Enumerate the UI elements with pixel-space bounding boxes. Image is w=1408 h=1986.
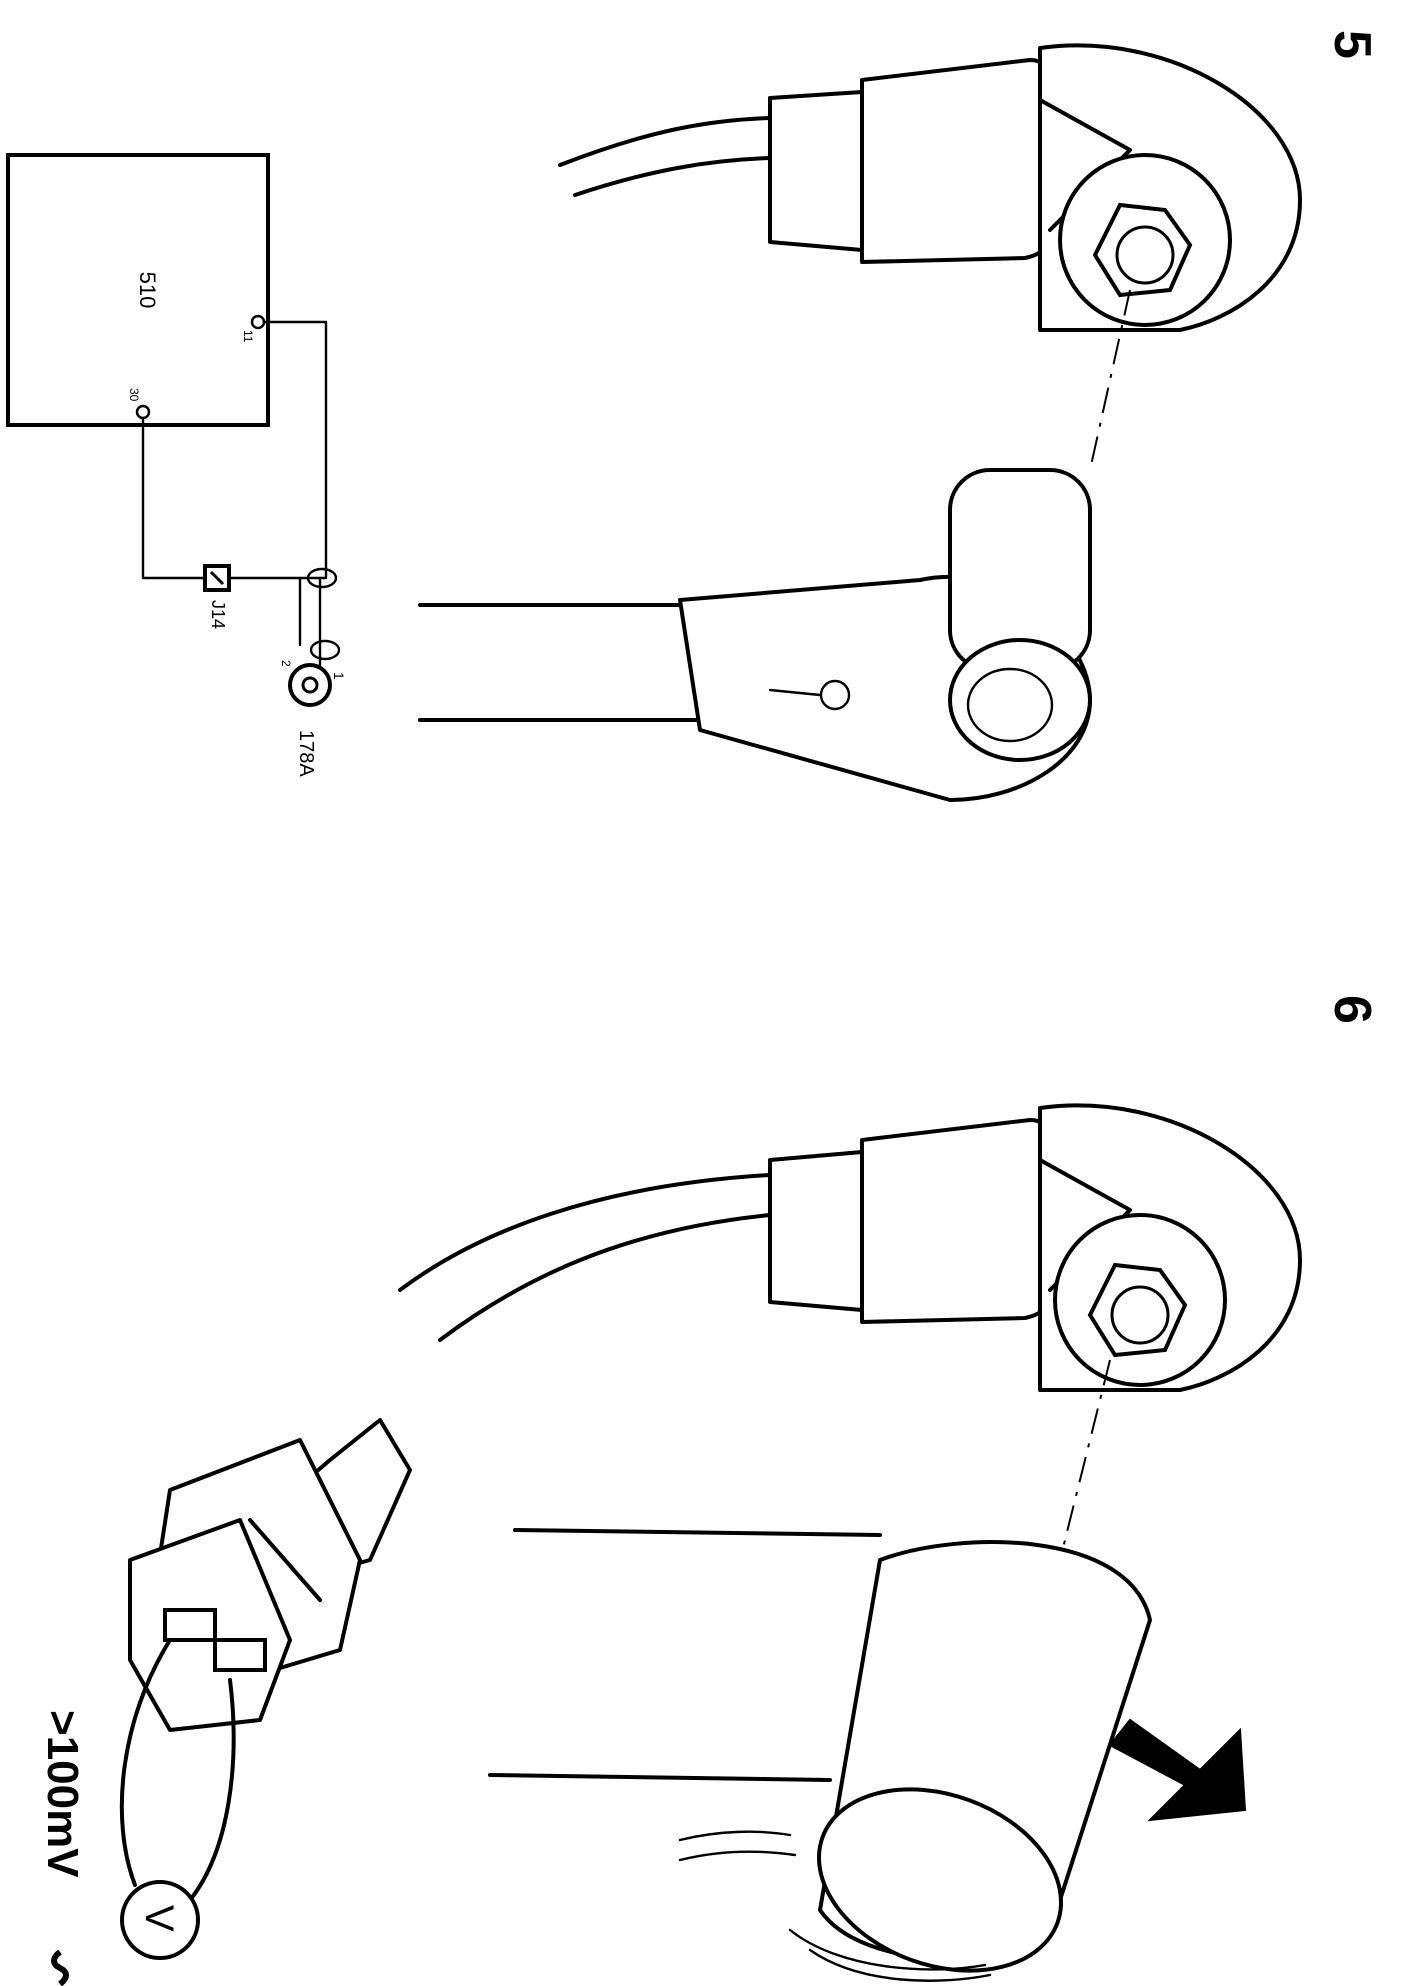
motion-line-2 (788, 1928, 987, 1971)
hammer-handle-edge-b (488, 1773, 832, 1782)
pin-11-label: 11 (241, 330, 255, 343)
voltmeter: V >100mV (38, 1710, 200, 1986)
wiring-schematic: 510 11 30 J14 1 2 178A (6, 153, 347, 777)
motion-line-3 (678, 1830, 792, 1842)
motion-line-1 (808, 1948, 992, 1982)
shield-ring-top (306, 567, 338, 589)
mounting-bolt-recess (1115, 225, 1175, 285)
connector-j14-label: J14 (208, 600, 228, 629)
sensor-cable-outer (398, 1173, 772, 1292)
sensor-cable-outer (558, 116, 772, 167)
centre-line-lower (1059, 1359, 1111, 1561)
control-unit-box (6, 153, 270, 427)
voltmeter-letter: V (137, 1905, 181, 1932)
shield-ring-bottom (309, 639, 341, 661)
connector-j14-symbol (203, 564, 231, 592)
torque-wrench (418, 468, 1092, 802)
wire-shield (227, 576, 302, 647)
voltage-reading-label: >100mV (38, 1710, 87, 1878)
pin-30-terminal (135, 404, 151, 420)
sensor-178a-label: 178A (295, 730, 317, 777)
wrench-scale-needle (768, 688, 822, 697)
sensor-housing (860, 58, 1052, 264)
figure-5: 5 510 11 30 J14 1 2 178A (6, 30, 1381, 802)
hammer-handle-edge-a (513, 1528, 882, 1537)
centre-line-upper (1089, 289, 1131, 471)
tapping-hammer (488, 1528, 1247, 1982)
sensor-pin-2-label: 2 (279, 660, 293, 667)
test-lead-a (119, 1638, 172, 1887)
pin-11-terminal (250, 314, 266, 330)
pin-30-label: 30 (127, 388, 141, 402)
test-lead-b (188, 1678, 236, 1902)
wire-pin-30 (141, 416, 207, 580)
plug-pin-2 (213, 1638, 267, 1672)
sensor-connector-plug (128, 1418, 412, 1732)
figure-6-number: 6 (1323, 995, 1381, 1024)
voltmeter-symbol (120, 1880, 200, 1960)
sensor-178a-symbol (288, 663, 332, 707)
plug-ridge (248, 1518, 322, 1602)
knock-sensor-under-test (398, 1103, 1302, 1561)
direction-arrow-icon (1108, 1718, 1247, 1822)
motion-line-4 (678, 1850, 797, 1862)
mounting-bolt-recess (1110, 1285, 1170, 1345)
sensor-178a-core (301, 676, 319, 694)
knock-sensor-mounted (558, 43, 1302, 471)
plug-pin-1 (163, 1608, 217, 1642)
figure-6: 6 V >100mV (38, 995, 1381, 1986)
hammer-face (816, 1787, 1064, 1973)
connector-j14-mark (209, 570, 225, 586)
ac-wave-icon (51, 1949, 69, 1986)
wrench-drive-ring (948, 638, 1092, 762)
sensor-housing (860, 1118, 1052, 1324)
wrench-drive-hole (966, 667, 1054, 743)
figure-5-number: 5 (1323, 30, 1381, 59)
control-unit-label: 510 (135, 272, 160, 309)
sensor-pin-1-label: 1 (331, 672, 347, 680)
sensor-cable-inner (438, 1213, 772, 1342)
wire-pin-11 (262, 320, 328, 580)
sensor-cable-inner (573, 156, 772, 197)
